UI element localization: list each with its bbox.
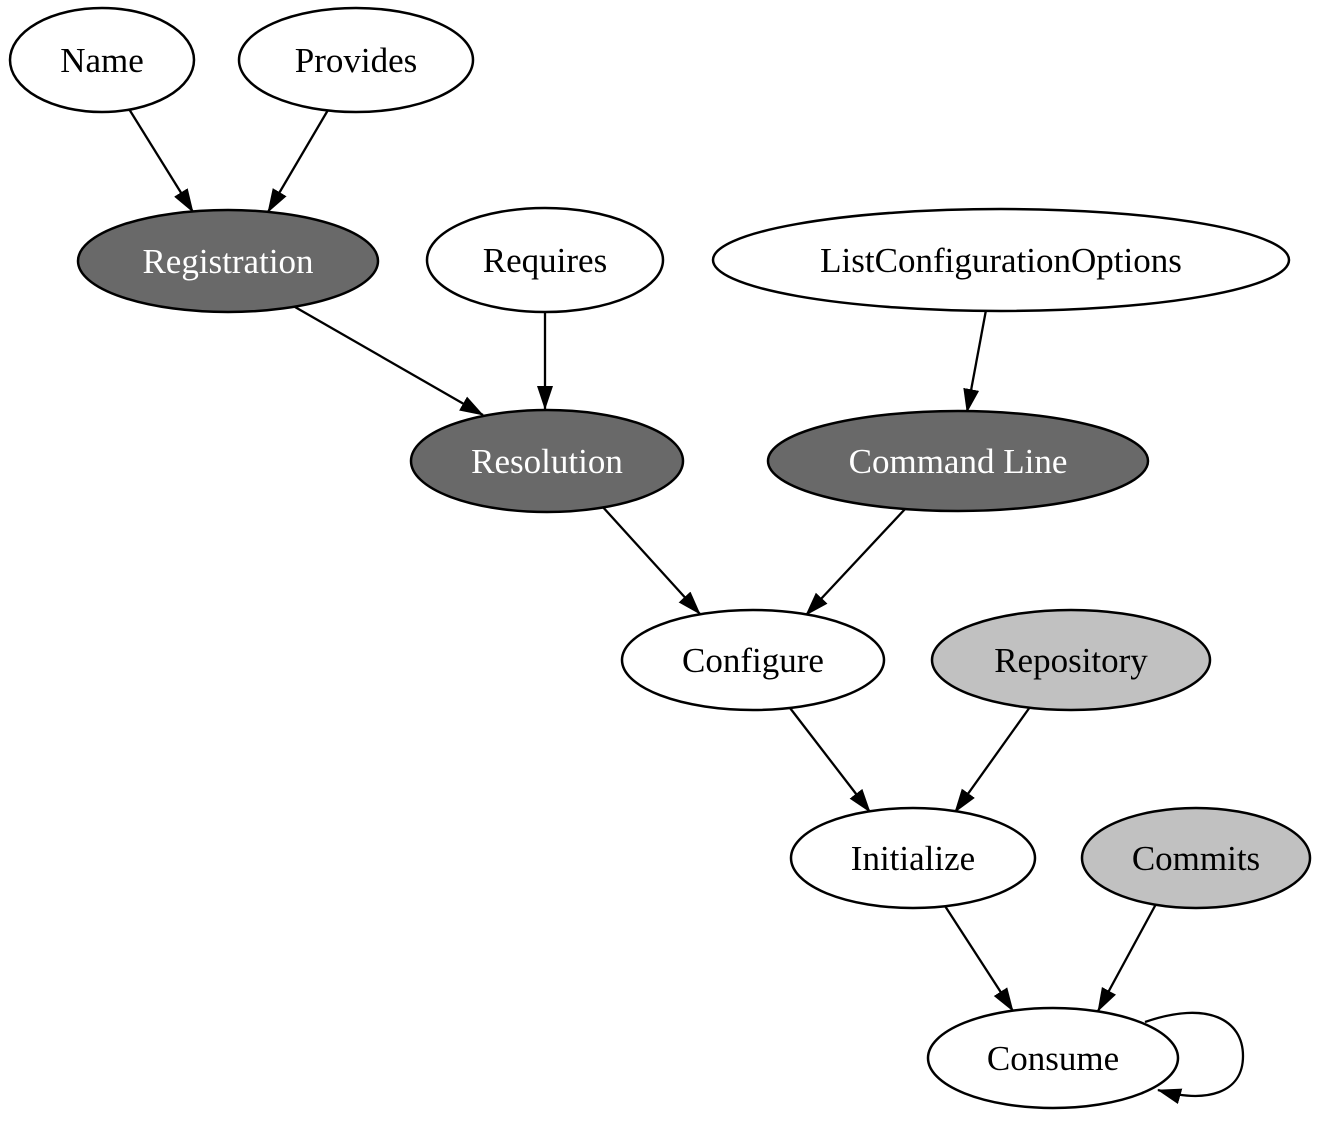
edge-commits-to-consume: [1096, 903, 1158, 1012]
node-command-line: Command Line: [766, 409, 1150, 513]
node-commits-label: Commits: [1132, 839, 1260, 878]
node-requires: Requires: [425, 206, 665, 314]
node-consume-label: Consume: [987, 1039, 1119, 1078]
node-repository: Repository: [930, 608, 1212, 712]
node-resolution: Resolution: [409, 408, 685, 514]
node-name-shape: [8, 6, 196, 114]
node-provides: Provides: [237, 6, 475, 114]
edge-consume-to-consume: [1144, 1011, 1245, 1105]
node-configure-label: Configure: [682, 641, 824, 680]
node-consume-shape: [926, 1006, 1180, 1110]
node-initialize: Initialize: [789, 806, 1037, 910]
edges-layer: [128, 108, 1245, 1105]
node-commits: Commits: [1080, 806, 1312, 910]
edge-registration-to-resolution: [294, 306, 484, 416]
node-registration: Registration: [76, 208, 380, 314]
edge-provides-to-registration: [267, 109, 329, 213]
node-name: Name: [8, 6, 196, 114]
node-list-configuration-options: ListConfigurationOptions: [711, 207, 1291, 313]
node-command-line-shape: [766, 409, 1150, 513]
edge-command-line-to-configure: [805, 507, 907, 616]
node-repository-shape: [930, 608, 1212, 712]
node-initialize-label: Initialize: [851, 839, 975, 878]
edge-name-to-registration: [128, 108, 194, 213]
edge-configure-to-initialize: [789, 707, 871, 813]
node-list-configuration-options-shape: [711, 207, 1291, 313]
node-registration-label: Registration: [142, 242, 313, 281]
node-list-configuration-options-label: ListConfigurationOptions: [820, 241, 1182, 280]
node-configure-shape: [620, 608, 886, 712]
node-consume: Consume: [926, 1006, 1180, 1110]
edge-initialize-to-consume: [944, 905, 1014, 1012]
edge-resolution-to-configure: [600, 504, 701, 615]
node-repository-label: Repository: [994, 641, 1148, 680]
node-command-line-label: Command Line: [849, 442, 1068, 481]
node-registration-shape: [76, 208, 380, 314]
node-configure: Configure: [620, 608, 886, 712]
edge-repository-to-initialize: [954, 706, 1031, 813]
node-initialize-shape: [789, 806, 1037, 910]
node-requires-shape: [425, 206, 665, 314]
node-provides-shape: [237, 6, 475, 114]
edge-list-configuration-options-to-command-line: [963, 309, 988, 413]
node-resolution-shape: [409, 408, 685, 514]
node-resolution-label: Resolution: [471, 442, 623, 481]
node-requires-label: Requires: [483, 241, 607, 280]
node-commits-shape: [1080, 806, 1312, 910]
node-name-label: Name: [60, 41, 144, 80]
node-provides-label: Provides: [295, 41, 418, 80]
